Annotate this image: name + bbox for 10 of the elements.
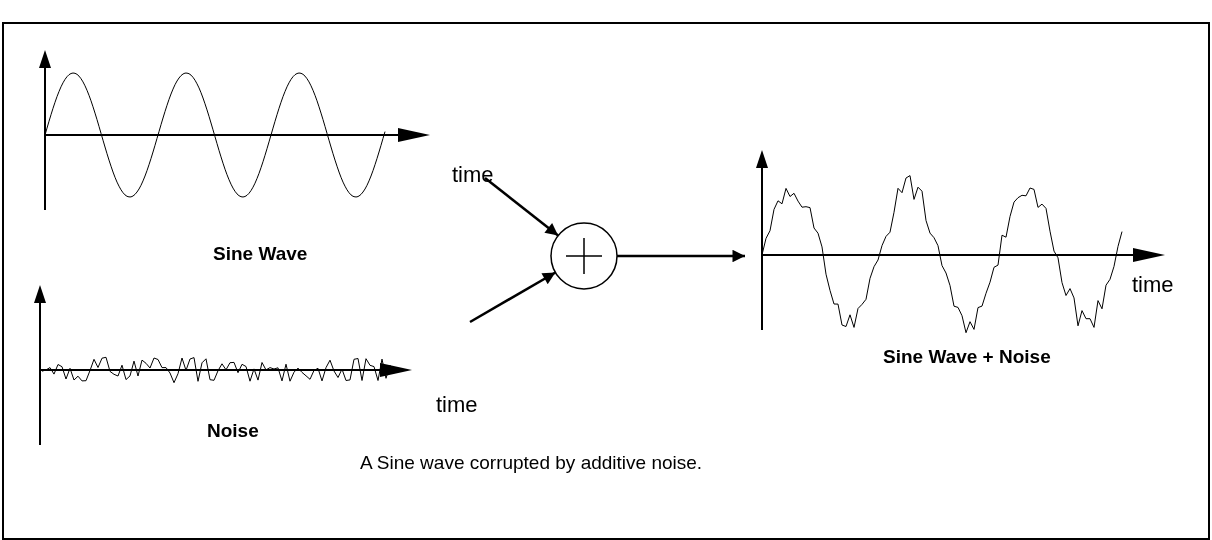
- axis-label: time: [1132, 272, 1174, 298]
- axis-label: time: [436, 392, 478, 418]
- plot-caption: Noise: [207, 420, 259, 442]
- arrow: [484, 177, 559, 237]
- axis-label: time: [452, 162, 494, 188]
- plot-caption: Sine Wave + Noise: [883, 346, 1051, 368]
- arrow: [469, 271, 557, 324]
- arrow: [617, 249, 745, 263]
- figure-caption: A Sine wave corrupted by additive noise.: [358, 452, 704, 474]
- plot-caption: Sine Wave: [213, 243, 308, 265]
